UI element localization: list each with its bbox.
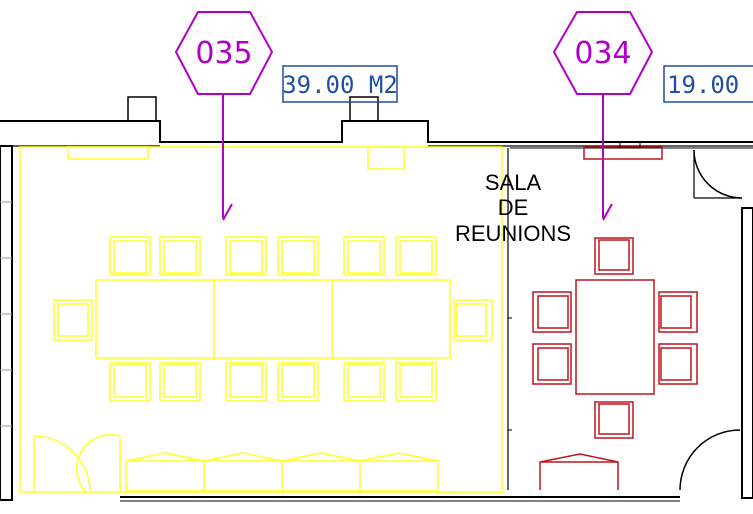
room-name-034: SALA DE REUNIONS: [455, 170, 571, 246]
area-label-034: 19.00 M: [663, 65, 753, 103]
walls: [0, 96, 753, 502]
room-name-line-1: SALA: [485, 170, 542, 195]
bottom-cabinets: [125, 452, 439, 492]
chair-right-end: [453, 299, 493, 341]
chairs-top: [109, 236, 437, 276]
room-name-line-2: DE: [498, 195, 529, 220]
chair-left-end: [53, 299, 93, 341]
room-tag-035: 035: [174, 11, 274, 221]
area-035-value: 39.00 M2: [282, 71, 398, 99]
conference-table: [95, 279, 451, 359]
grid-lines: [0, 201, 12, 427]
room-name-line-3: REUNIONS: [455, 221, 571, 246]
meeting-table: [575, 279, 655, 395]
area-label-035: 39.00 M2: [282, 65, 398, 103]
room-tag-034-number: 034: [574, 36, 631, 71]
area-034-value: 19.00 M: [667, 71, 753, 99]
room-034: [532, 141, 698, 490]
room-tag-034: 034: [552, 11, 654, 221]
door-035: [33, 433, 121, 493]
room-tag-035-number: 035: [195, 36, 252, 71]
room-035: [19, 146, 503, 493]
chairs-bottom: [109, 362, 437, 402]
